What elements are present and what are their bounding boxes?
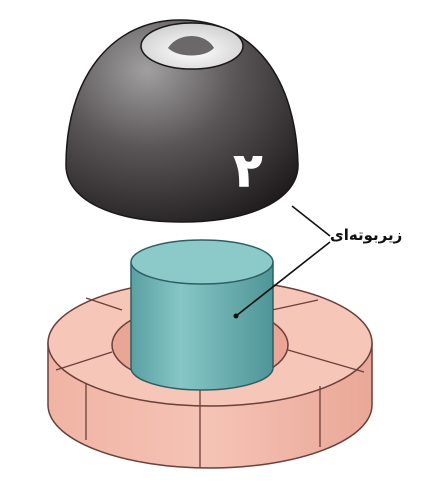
inner-cylinder <box>131 240 273 390</box>
dome-marker: ۲ <box>234 143 262 197</box>
callout-label: زیربوته‌ای <box>330 226 402 244</box>
leader-dot <box>234 314 239 319</box>
upper-dome <box>66 20 298 222</box>
leader-to-dome <box>292 206 330 236</box>
cylinder-top <box>131 240 273 284</box>
